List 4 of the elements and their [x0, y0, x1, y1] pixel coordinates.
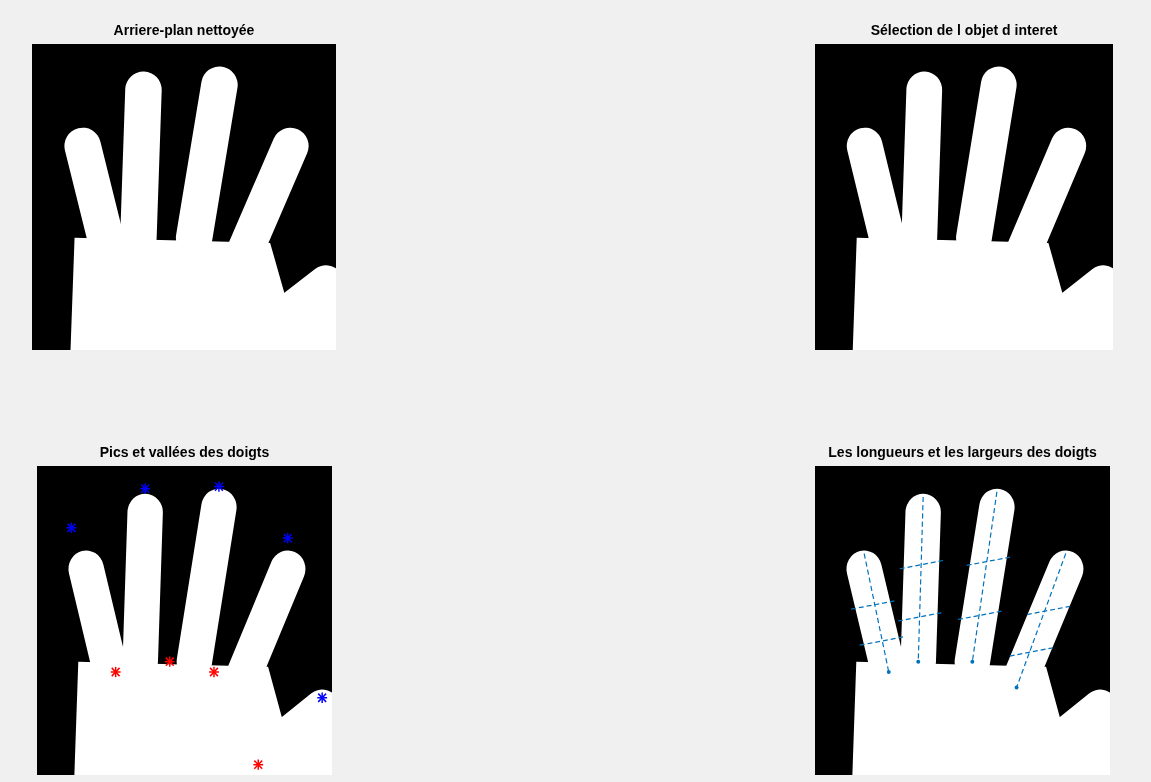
panel-title: Sélection de l objet d interet: [870, 22, 1058, 38]
panel-title: Pics et vallées des doigts: [99, 444, 270, 460]
panel-title: Les longueurs et les largeurs des doigts: [828, 444, 1097, 460]
panel-title: Arriere-plan nettoyée: [113, 22, 255, 38]
